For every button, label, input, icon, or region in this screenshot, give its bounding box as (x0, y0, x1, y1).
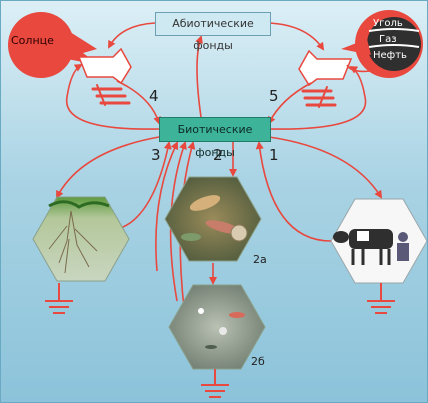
ground-sink-icon (367, 283, 395, 314)
coal-label: Уголь (373, 18, 403, 29)
plant-hexagon (32, 196, 130, 282)
number-5: 5 (269, 87, 279, 105)
sun-label: Солнце (11, 34, 54, 47)
number-2a: 2а (253, 253, 267, 266)
abiotic-funds-box: Абиотические фонды (155, 12, 271, 52)
soil-animals-hexagon (164, 176, 262, 262)
right-energy-block (298, 49, 353, 87)
number-3: 3 (151, 146, 161, 164)
dissipation-left-icon (91, 84, 131, 106)
ground-sink-icon (45, 283, 73, 314)
number-2b: 2б (251, 355, 265, 368)
dissipation-right-icon (301, 86, 337, 108)
microbes-hexagon (168, 284, 266, 370)
number-4: 4 (149, 87, 159, 105)
left-energy-block (77, 47, 132, 85)
ground-sink-icon (201, 369, 229, 398)
cow-hexagon (330, 198, 427, 284)
sun-shape (8, 12, 99, 78)
fossil-fuel-ring (341, 10, 423, 78)
number-2: 2 (213, 146, 223, 164)
biotic-funds-box: Биотические фонды (159, 117, 271, 159)
oil-label: Нефть (373, 50, 407, 61)
number-1: 1 (269, 146, 279, 164)
gas-label: Газ (379, 34, 397, 45)
